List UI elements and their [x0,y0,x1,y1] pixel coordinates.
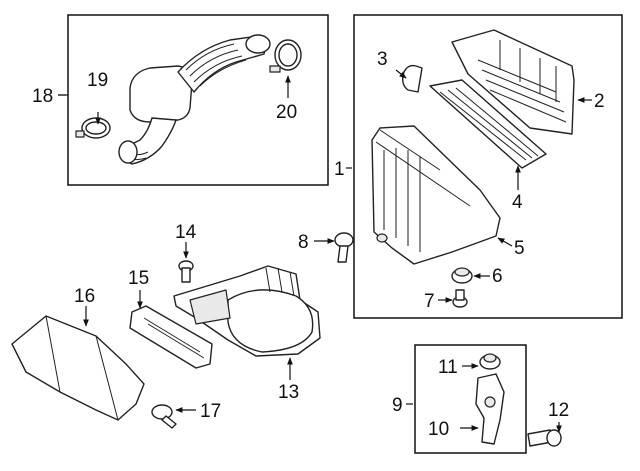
callout-3: 3 [377,49,388,70]
callout-16: 16 [74,286,95,307]
callout-5: 5 [514,238,525,259]
callout-13: 13 [278,382,299,403]
callout-15: 15 [128,268,149,289]
clamp-20 [269,39,302,73]
air-duct-13 [173,265,321,357]
callout-9: 9 [392,395,403,416]
callout-4: 4 [512,192,523,213]
intake-hose [118,34,271,165]
callout-2: 2 [594,91,605,112]
bolt-14 [178,260,194,283]
callout-11: 11 [438,357,458,378]
callout-10: 10 [428,419,449,440]
callout-7: 7 [424,291,435,312]
bracket-group-box [414,344,527,454]
bolt-12 [527,429,562,447]
air-cleaner-body [371,125,501,265]
seal-15 [129,305,213,369]
callout-20: 20 [276,102,297,123]
callout-17: 17 [200,401,221,422]
engine-cover-16 [11,315,145,421]
callout-6: 6 [492,266,503,287]
callout-8: 8 [298,232,309,253]
intake-hose-group-box [67,14,329,186]
leader-lines [58,69,592,433]
callout-1: 1 [334,159,345,180]
callout-19: 19 [87,70,108,91]
clamp-19 [75,117,111,139]
grommet-11 [479,353,501,370]
grommet-6 [451,267,473,284]
air-cleaner-cover [451,29,575,135]
air-filter-element [429,79,547,169]
bracket-10 [475,373,505,445]
bolt-7 [452,289,468,308]
callout-12: 12 [548,400,569,421]
pin-17 [151,404,177,429]
clip-3 [401,64,423,93]
callout-14: 14 [175,222,197,243]
air-cleaner-group-box [353,14,623,319]
callout-18: 18 [32,86,53,107]
pin-8 [334,232,354,263]
